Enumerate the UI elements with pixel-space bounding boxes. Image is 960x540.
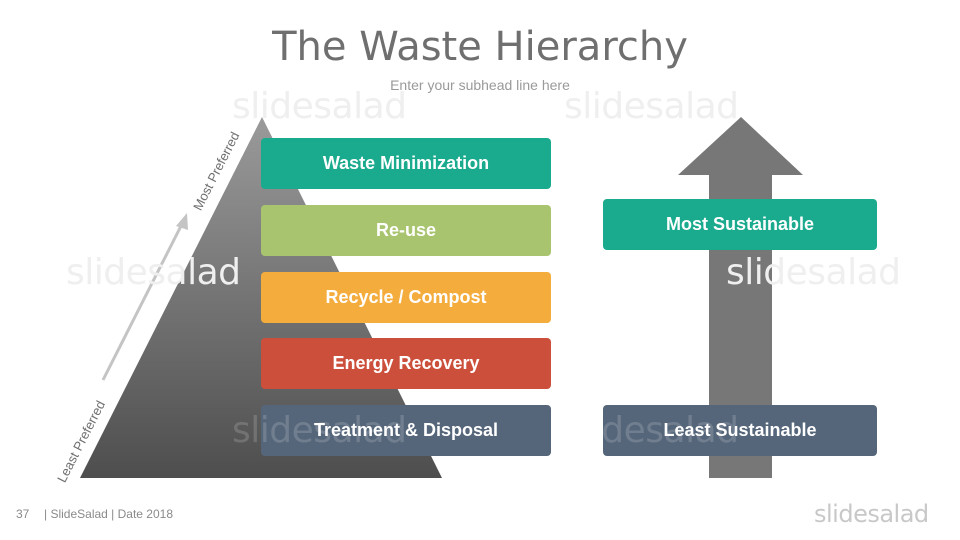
brand-logo: slidesalad xyxy=(814,500,929,528)
tier-label: Treatment & Disposal xyxy=(313,420,499,440)
most-sustainable-label: Most Sustainable xyxy=(665,214,815,234)
tier-label: Recycle / Compost xyxy=(325,287,487,307)
page-title: The Waste Hierarchy xyxy=(272,24,688,70)
tier-label: Energy Recovery xyxy=(332,353,480,373)
page-number: 37 xyxy=(16,507,30,521)
most-sustainable-box: Most Sustainable xyxy=(603,199,877,250)
page-subtitle: Enter your subhead line here xyxy=(390,77,570,93)
tier-re-use: Re-use xyxy=(261,205,551,256)
preference-arrow-line xyxy=(101,221,185,381)
least-sustainable-box: Least Sustainable xyxy=(603,405,877,456)
tier-recycle-compost: Recycle / Compost xyxy=(261,272,551,323)
preference-arrow-head xyxy=(176,213,188,230)
tier-waste-minimization: Waste Minimization xyxy=(261,138,551,189)
tier-treatment-disposal: Treatment & Disposal xyxy=(261,405,551,456)
tier-label: Re-use xyxy=(375,220,437,240)
footer-text: | SlideSalad | Date 2018 xyxy=(44,507,173,521)
least-sustainable-label: Least Sustainable xyxy=(663,420,817,440)
tier-energy-recovery: Energy Recovery xyxy=(261,338,551,389)
tier-label: Waste Minimization xyxy=(322,153,490,173)
